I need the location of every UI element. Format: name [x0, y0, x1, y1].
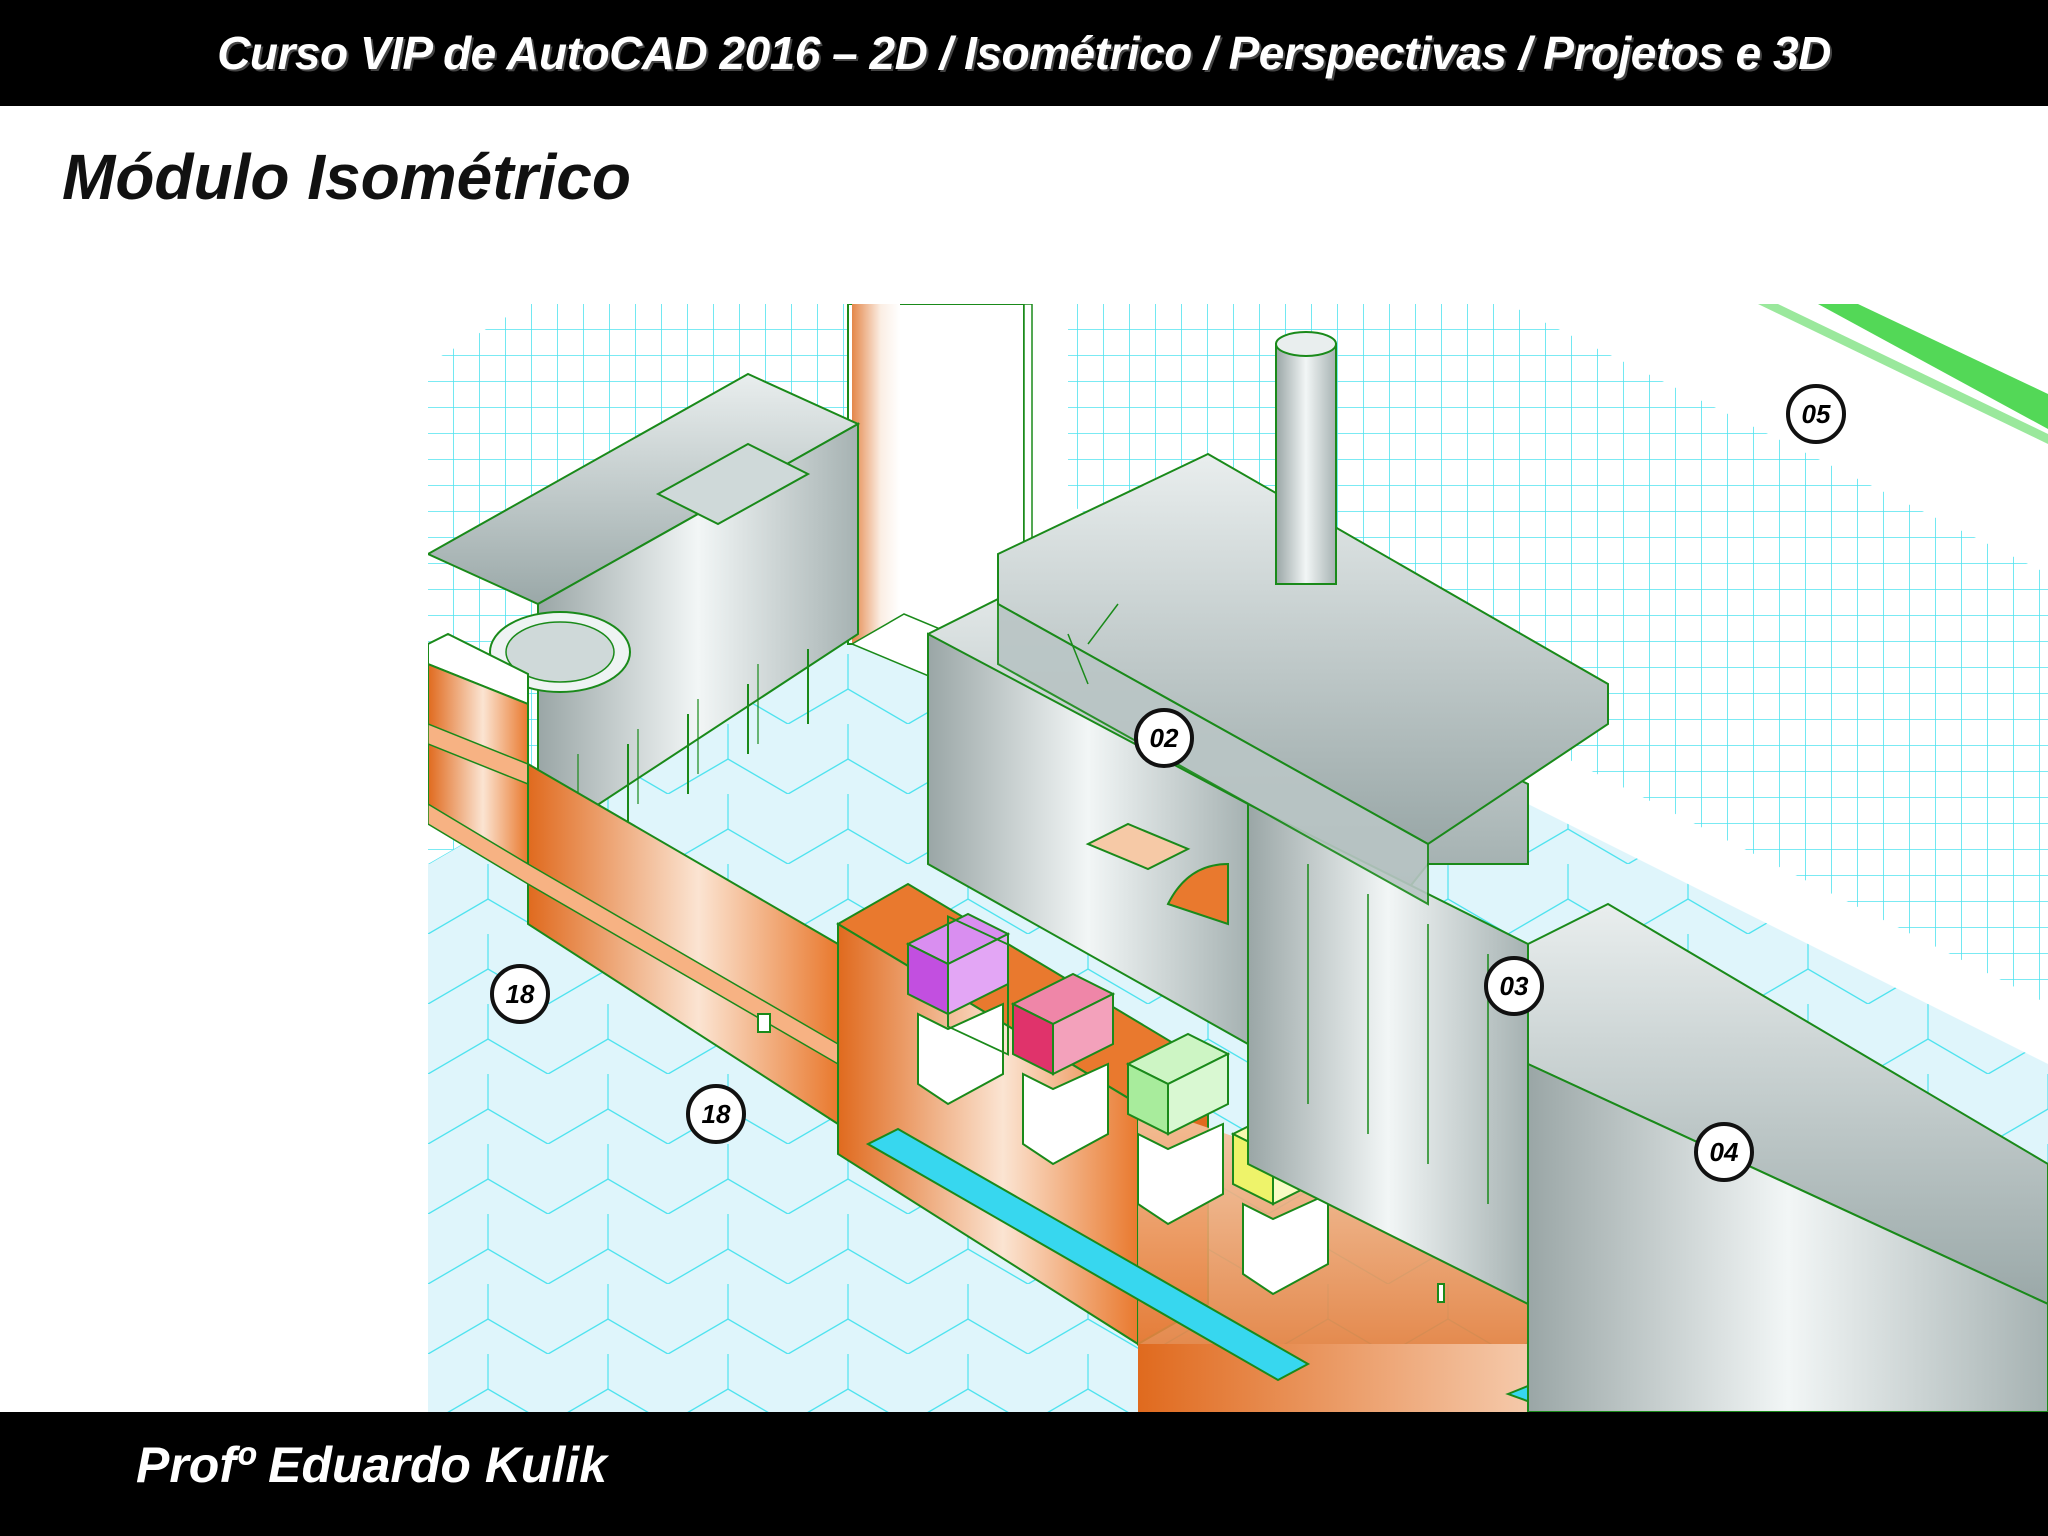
callout-03: 03 [1484, 956, 1544, 1016]
service-counter-left [428, 632, 839, 1126]
callout-02: 02 [1134, 708, 1194, 768]
bottom-banner: Profº Eduardo Kulik [0, 1412, 2048, 1536]
page-title: Módulo Isométrico [62, 141, 631, 213]
callout-18-upper: 18 [490, 964, 550, 1024]
callout-18-lower: 18 [686, 1084, 746, 1144]
right-cabinet [1527, 902, 2048, 1412]
callout-label: 03 [1500, 971, 1529, 1001]
exhaust-hood [997, 331, 1609, 906]
callout-label: 02 [1150, 723, 1179, 753]
callout-label: 05 [1802, 399, 1831, 429]
top-banner: Curso VIP de AutoCAD 2016 – 2D / Isométr… [0, 0, 2048, 106]
isometric-kitchen-drawing: 02 05 03 04 18 18 [428, 304, 2048, 1412]
course-title: Curso VIP de AutoCAD 2016 – 2D / Isométr… [217, 27, 1831, 79]
bin-red [1010, 972, 1116, 1166]
callout-label: 04 [1710, 1137, 1739, 1167]
callout-label: 18 [506, 979, 535, 1009]
vent-stripe [1758, 304, 2048, 444]
callout-label: 18 [702, 1099, 731, 1129]
callout-05: 05 [1786, 384, 1846, 444]
author-name: Profº Eduardo Kulik [136, 1437, 608, 1493]
bin-green [1125, 1032, 1231, 1226]
drawing-canvas: 02 05 03 04 18 18 [428, 304, 2048, 1412]
callout-04: 04 [1694, 1122, 1754, 1182]
